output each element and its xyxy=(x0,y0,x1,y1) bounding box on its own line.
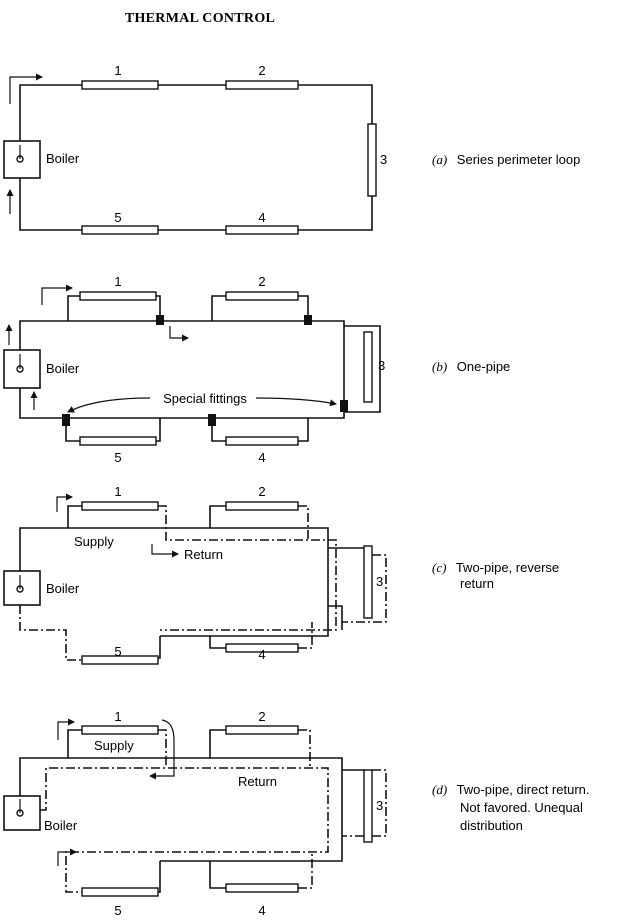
radiator-2 xyxy=(225,501,299,511)
radiator-3-number: 3 xyxy=(376,574,383,589)
caption-d-text-line1: Two-pipe, direct return. xyxy=(457,782,590,797)
supply-pipe xyxy=(19,527,329,637)
caption-a-letter: (a) xyxy=(432,152,447,167)
caption-b-text: One-pipe xyxy=(457,359,510,374)
pointer-arrow-icon xyxy=(255,397,337,407)
special-fitting xyxy=(208,414,216,426)
caption-c-text-line2: return xyxy=(460,576,494,591)
caption-a: (a) Series perimeter loop xyxy=(432,152,580,167)
special-fitting xyxy=(304,315,312,325)
radiator-4 xyxy=(225,643,299,653)
return-pipe xyxy=(40,767,329,893)
supply-pipe xyxy=(19,757,343,862)
radiator-2-number: 2 xyxy=(258,709,265,724)
radiator-1-number: 1 xyxy=(114,274,121,289)
radiator-3 xyxy=(363,545,373,619)
radiator-2 xyxy=(225,80,299,90)
special-fittings-label: Special fittings xyxy=(163,391,247,406)
svg-text:(a) Series perimeter loo: (a) Series perimeter loop xyxy=(432,152,580,167)
caption-a-text: Series perimeter loop xyxy=(457,152,581,167)
flow-arrow-icon xyxy=(169,326,189,342)
caption-c-text-line1: Two-pipe, reverse xyxy=(456,560,559,575)
special-fitting xyxy=(62,414,70,426)
radiator-5 xyxy=(81,225,159,235)
radiator-5-number: 5 xyxy=(114,210,121,225)
radiator-4-number: 4 xyxy=(258,903,265,918)
return-label: Return xyxy=(238,774,277,789)
radiator-1-number: 1 xyxy=(114,484,121,499)
radiator-4 xyxy=(225,883,299,893)
boiler-label: Boiler xyxy=(46,151,80,166)
supply-label: Supply xyxy=(94,738,134,753)
diagram-d-direct-return: Boiler 1 2 3 4 5 Supply Return xyxy=(3,709,387,918)
diagram-b-one-pipe: Boiler 1 2 3 4 5 Special fittings xyxy=(3,274,385,465)
caption-d-letter: (d) xyxy=(432,782,447,797)
return-pipe xyxy=(19,605,82,661)
radiator-2 xyxy=(225,291,299,301)
return-label: Return xyxy=(184,547,223,562)
flow-arrow-icon xyxy=(56,493,73,512)
flow-arrow-icon xyxy=(41,284,73,305)
page-title: THERMAL CONTROL xyxy=(125,11,275,26)
diagram-a-series-loop: Boiler 1 2 3 4 5 xyxy=(3,63,387,235)
flow-arrow-icon xyxy=(57,718,75,740)
radiator-2-number: 2 xyxy=(258,484,265,499)
radiator-5-number: 5 xyxy=(114,644,121,659)
radiator-1-number: 1 xyxy=(114,709,121,724)
flow-arrow-icon xyxy=(151,544,179,558)
boiler-label: Boiler xyxy=(46,361,80,376)
radiator-2 xyxy=(225,725,299,735)
boiler-label: Boiler xyxy=(46,581,80,596)
radiator-3-number: 3 xyxy=(378,358,385,373)
radiator-5-number: 5 xyxy=(114,450,121,465)
caption-d-text-line2: Not favored. Unequal xyxy=(460,800,583,815)
radiator-3 xyxy=(367,123,377,197)
caption-d: (d) Two-pipe, direct return. Not favored… xyxy=(432,782,590,833)
caption-c: (c) Two-pipe, reverse return xyxy=(432,560,559,591)
radiator-5 xyxy=(81,887,159,897)
main-pipe xyxy=(19,320,345,419)
radiator-1 xyxy=(79,291,157,301)
svg-text:(c) Two-pipe, reverse: (c) Two-pipe, reverse xyxy=(432,560,559,575)
supply-label: Supply xyxy=(74,534,114,549)
radiator-4-number: 4 xyxy=(258,210,265,225)
radiator-5 xyxy=(81,655,159,665)
flow-arrow-icon xyxy=(9,73,43,104)
svg-text:(d) Two-pipe, direct ret: (d) Two-pipe, direct return. xyxy=(432,782,590,797)
special-fitting xyxy=(340,400,348,412)
radiator-4 xyxy=(225,225,299,235)
radiator-4 xyxy=(225,436,299,446)
radiator-3-number: 3 xyxy=(376,798,383,813)
radiator-5-number: 5 xyxy=(114,903,121,918)
flow-arrow-icon xyxy=(57,848,77,866)
flow-arrow-icon xyxy=(149,719,175,780)
radiator-4-number: 4 xyxy=(258,450,265,465)
radiator-2-number: 2 xyxy=(258,274,265,289)
special-fitting xyxy=(156,315,164,325)
pointer-arrow-icon xyxy=(67,397,151,413)
caption-b-letter: (b) xyxy=(432,359,447,374)
radiator-3 xyxy=(363,331,373,403)
boiler-label: Boiler xyxy=(44,818,78,833)
diagram-c-reverse-return: Boiler 1 2 3 4 5 Supply Return xyxy=(3,484,387,665)
svg-text:(b) One-pipe: (b) One-pipe xyxy=(432,359,510,374)
caption-d-text-line3: distribution xyxy=(460,818,523,833)
radiator-1-number: 1 xyxy=(114,63,121,78)
radiator-2-number: 2 xyxy=(258,63,265,78)
radiator-4-number: 4 xyxy=(258,647,265,662)
radiator-3-number: 3 xyxy=(380,152,387,167)
radiator-1 xyxy=(81,501,159,511)
radiator-3 xyxy=(363,769,373,843)
radiator-1 xyxy=(81,80,159,90)
radiator-1 xyxy=(81,725,159,735)
caption-b: (b) One-pipe xyxy=(432,359,510,374)
radiator-5 xyxy=(79,436,157,446)
caption-c-letter: (c) xyxy=(432,560,446,575)
